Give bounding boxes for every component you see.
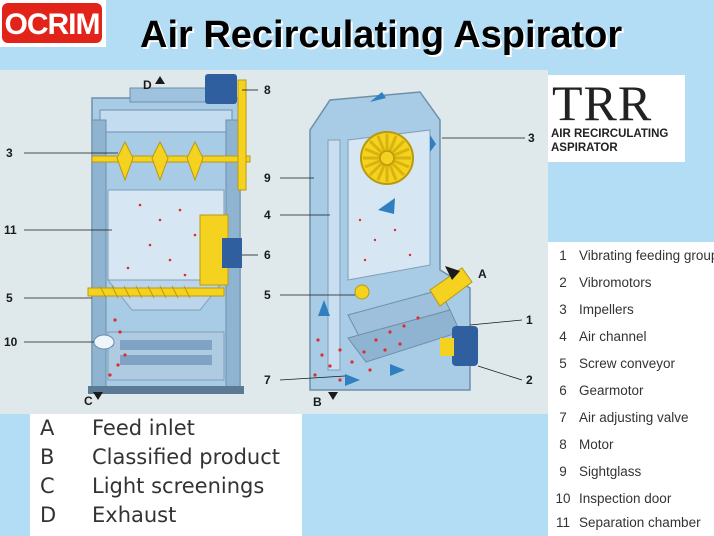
flow-legend-item: D Exhaust xyxy=(30,501,302,530)
legend-label: Inspection door xyxy=(579,491,672,506)
trr-logo-name: AIR RECIRCULATING ASPIRATOR xyxy=(551,127,685,155)
trr-logo-code: TRR xyxy=(552,75,653,131)
flow-legend-label: Classified product xyxy=(92,445,281,469)
page-title: Air Recirculating Aspirator xyxy=(140,14,623,56)
flow-legend-key: A xyxy=(40,416,55,440)
flow-legend-label: Light screenings xyxy=(92,474,265,498)
diagram-panel: 3 11 5 10 8 6 9 4 5 7 3 1 2 D C A B xyxy=(0,70,548,414)
legend-item: 6 Gearmotor xyxy=(548,377,714,404)
legend-num: 3 xyxy=(559,302,567,317)
logo-text: OCRIM xyxy=(5,8,100,41)
legend-label: Sightglass xyxy=(579,464,642,479)
callout-left-5: 5 xyxy=(6,291,13,305)
legend-item: 8 Motor xyxy=(548,431,714,458)
callout-right-3: 3 xyxy=(528,131,535,145)
trr-logo-name-line1: AIR RECIRCULATING xyxy=(551,128,669,140)
flow-legend-key: D xyxy=(40,503,57,527)
legend-num: 2 xyxy=(559,275,567,290)
legend-num: 5 xyxy=(559,356,567,371)
callout-right-1: 1 xyxy=(526,313,533,327)
legend-item: 4 Air channel xyxy=(548,323,714,350)
legend-item: 1 Vibrating feeding group xyxy=(548,242,714,269)
callout-6: 6 xyxy=(264,248,271,262)
callout-right-7: 7 xyxy=(264,373,271,387)
flow-label-a: A xyxy=(478,267,487,281)
flow-label-b: B xyxy=(313,395,322,409)
callout-right-2: 2 xyxy=(526,373,533,387)
flow-label-d: D xyxy=(143,78,152,92)
legend-label: Motor xyxy=(579,437,614,452)
callout-left-11: 11 xyxy=(4,223,17,237)
legend-item: 2 Vibromotors xyxy=(548,269,714,296)
legend-item: 11 Separation chamber xyxy=(548,509,714,536)
callout-left-10: 10 xyxy=(4,335,18,349)
callout-8: 8 xyxy=(264,83,271,97)
legend-label: Gearmotor xyxy=(579,383,644,398)
legend-num: 6 xyxy=(559,383,567,398)
callout-right-4: 4 xyxy=(264,208,271,222)
flow-legend-key: B xyxy=(40,445,55,469)
legend-label: Air channel xyxy=(579,329,647,344)
legend-num: 8 xyxy=(559,437,567,452)
flow-legend-key: C xyxy=(40,474,55,498)
trr-logo-name-line2: ASPIRATOR xyxy=(551,142,618,154)
ocrim-logo: OCRIM xyxy=(0,0,106,47)
callout-right-5: 5 xyxy=(264,288,271,302)
side-view-machine xyxy=(309,91,478,400)
callout-left-3: 3 xyxy=(6,146,13,160)
legend-label: Vibromotors xyxy=(579,275,652,290)
trr-logo: TRR AIR RECIRCULATING ASPIRATOR xyxy=(548,75,685,162)
flow-legend-item: B Classified product xyxy=(30,443,302,472)
callout-right-9: 9 xyxy=(264,171,271,185)
legend-num: 10 xyxy=(555,491,571,506)
legend-num: 7 xyxy=(559,410,567,425)
legend-item: 9 Sightglass xyxy=(548,458,714,485)
legend-label: Air adjusting valve xyxy=(579,410,689,425)
legend-num: 1 xyxy=(559,248,567,263)
legend-item: 7 Air adjusting valve xyxy=(548,404,714,431)
legend-num: 4 xyxy=(559,329,567,344)
legend-label: Impellers xyxy=(579,302,634,317)
flow-legend-item: C Light screenings xyxy=(30,472,302,501)
flow-legend: A Feed inlet B Classified product C Ligh… xyxy=(30,414,302,536)
flow-label-c: C xyxy=(84,394,93,408)
flow-legend-item: A Feed inlet xyxy=(30,414,302,443)
legend-num: 9 xyxy=(559,464,567,479)
flow-legend-label: Exhaust xyxy=(92,503,177,527)
legend-item: 10 Inspection door xyxy=(548,485,714,512)
legend-item: 3 Impellers xyxy=(548,296,714,323)
flow-legend-label: Feed inlet xyxy=(92,416,195,440)
numbered-legend: 1 Vibrating feeding group 2 Vibromotors … xyxy=(548,242,714,536)
legend-label: Separation chamber xyxy=(579,515,701,530)
aspirator-diagram: 3 11 5 10 8 6 9 4 5 7 3 1 2 D C A B xyxy=(4,74,535,409)
legend-item: 5 Screw conveyor xyxy=(548,350,714,377)
legend-label: Screw conveyor xyxy=(579,356,676,371)
legend-label: Vibrating feeding group xyxy=(579,248,714,263)
legend-num: 11 xyxy=(555,515,570,530)
front-view-machine xyxy=(87,74,251,400)
